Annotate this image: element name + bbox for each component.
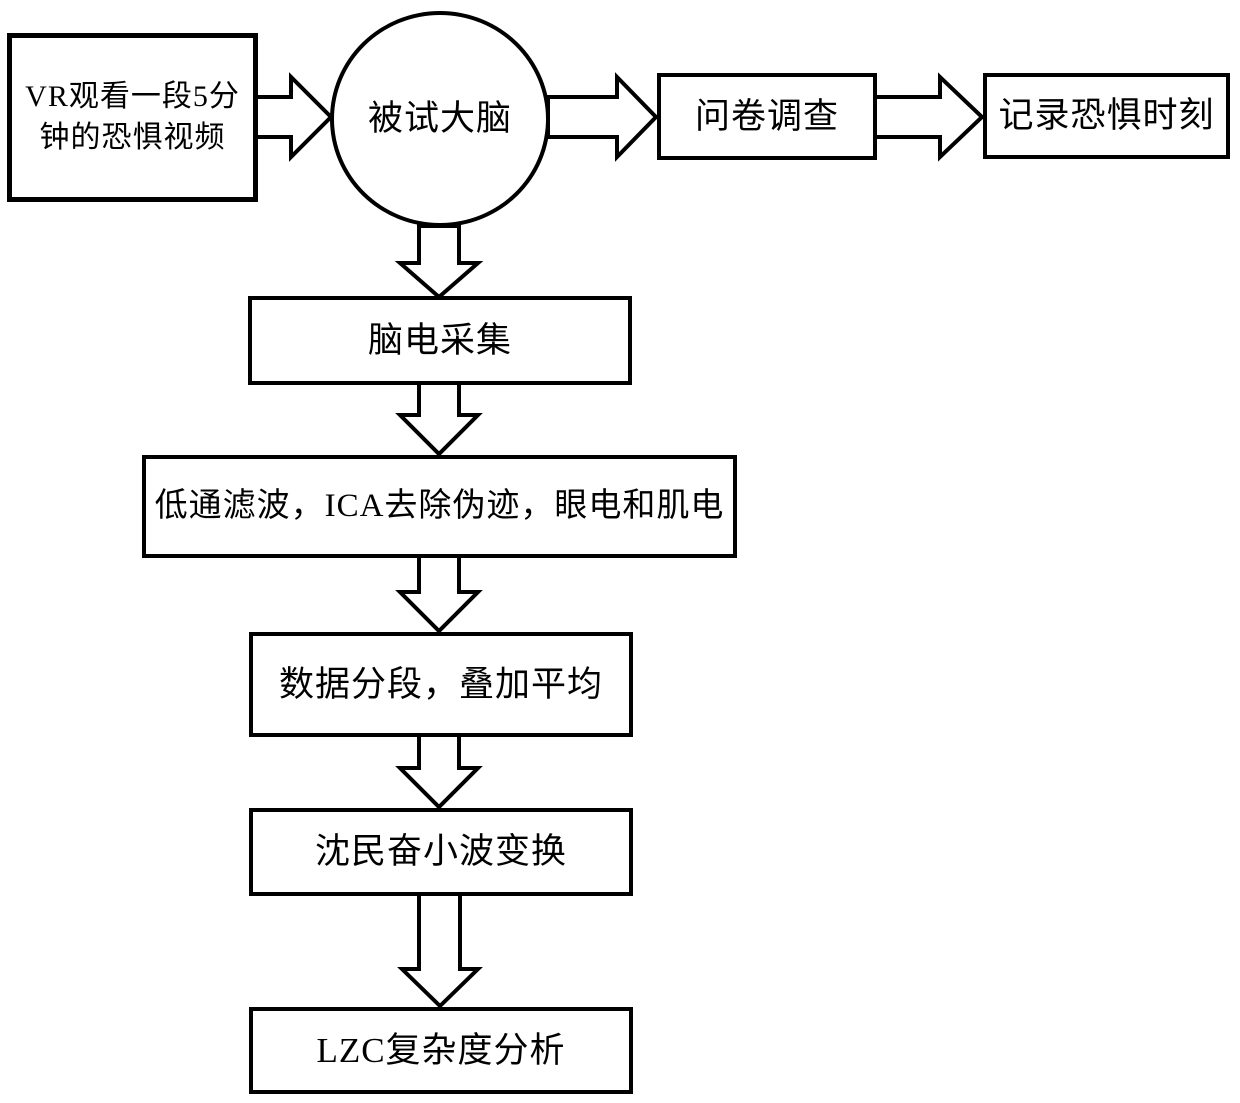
node-subject-brain: 被试大脑 (330, 11, 550, 227)
node-vr-video-label-line2: 钟的恐惧视频 (39, 120, 226, 154)
node-data-segmentation-averaging: 数据分段，叠加平均 (249, 632, 633, 737)
node-record-fear-moments: 记录恐惧时刻 (983, 73, 1230, 159)
block-arrow-brain-to-questionnaire (546, 72, 659, 162)
node-vr-video-label-line1: VR观看一段5分 (25, 80, 240, 113)
node-lzc-complexity-analysis: LZC复杂度分析 (249, 1007, 633, 1094)
node-preprocessing-label: 低通滤波，ICA去除伪迹，眼电和肌电 (154, 487, 725, 524)
node-eeg-acquisition-label: 脑电采集 (367, 320, 512, 360)
node-lowpass-ica-preprocessing: 低通滤波，ICA去除伪迹，眼电和肌电 (142, 455, 737, 558)
node-wavelet-label: 沈民奋小波变换 (314, 832, 567, 871)
node-questionnaire-label: 问卷调查 (694, 96, 839, 136)
node-shen-minfen-wavelet-transform: 沈民奋小波变换 (249, 808, 633, 896)
block-arrow-questionnaire-to-record (873, 72, 985, 162)
block-arrow-preprocessing-to-segmentation (395, 554, 483, 634)
node-segmentation-label: 数据分段，叠加平均 (278, 664, 603, 704)
block-arrow-segmentation-to-wavelet (395, 733, 483, 810)
node-questionnaire-survey: 问卷调查 (657, 73, 877, 160)
node-subject-brain-label: 被试大脑 (367, 99, 512, 138)
node-vr-video-stimulus: VR观看一段5分 钟的恐惧视频 (7, 33, 258, 202)
block-arrow-wavelet-to-lzc (397, 892, 483, 1009)
node-record-fear-label: 记录恐惧时刻 (998, 96, 1215, 135)
block-arrow-vr-to-brain (254, 72, 334, 162)
node-eeg-acquisition: 脑电采集 (248, 296, 632, 385)
block-arrow-eeg-to-preprocessing (395, 381, 483, 457)
node-lzc-label: LZC复杂度分析 (316, 1030, 566, 1070)
block-arrow-brain-to-eeg (394, 224, 484, 300)
